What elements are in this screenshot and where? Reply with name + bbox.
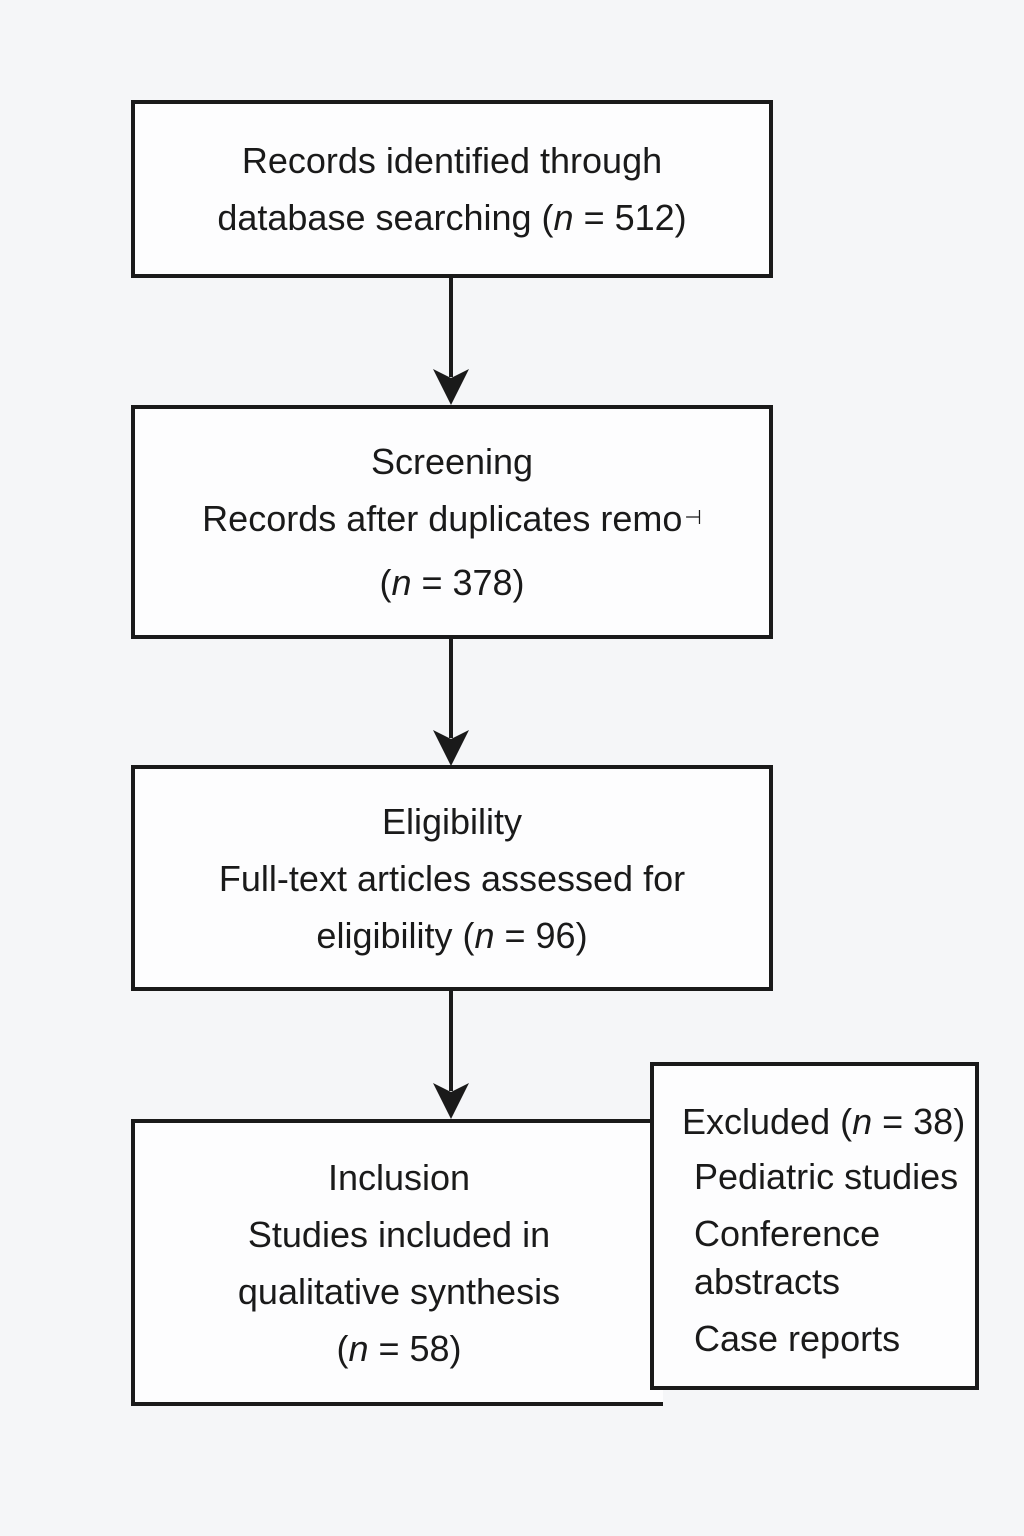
box-line: Records after duplicates remo⊣ <box>202 498 702 539</box>
italic-n: n <box>348 1327 369 1369</box>
box-line: eligibility (n = 96) <box>316 914 588 956</box>
italic-n: n <box>474 914 495 956</box>
box-inclusion: Inclusion Studies included in qualitativ… <box>131 1119 663 1406</box>
excluded-reason: Case reports <box>694 1318 901 1359</box>
box-line: qualitative synthesis <box>237 1270 561 1312</box>
italic-n: n <box>852 1101 873 1142</box>
flow-arrow-down-1 <box>433 277 469 405</box>
box-eligibility: Eligibility Full-text articles assessed … <box>131 765 773 991</box>
box-line: Screening <box>370 441 534 482</box>
box-excluded: Excluded (n = 38) Pediatric studies Conf… <box>650 1062 979 1390</box>
box-line: Records identified through <box>241 140 663 181</box>
excluded-title: Excluded (n = 38) <box>682 1101 966 1142</box>
italic-n: n <box>391 562 412 603</box>
excluded-reason: Pediatric studies <box>694 1156 959 1197</box>
excluded-reason: Conference <box>694 1213 881 1254</box>
italic-n: n <box>553 197 574 238</box>
clipped-text-mark: ⊣ <box>684 507 702 529</box>
box-line: Studies included in <box>247 1213 551 1255</box>
flow-arrow-down-3 <box>433 990 469 1119</box>
box-line: Eligibility <box>381 800 523 842</box>
box-records-identified: Records identified through database sear… <box>131 100 773 278</box>
box-line: Full-text articles assessed for <box>218 857 686 899</box>
box-screening: Screening Records after duplicates remo⊣… <box>131 405 773 639</box>
box-line: (n = 58) <box>336 1327 462 1369</box>
excluded-reason: abstracts <box>694 1261 841 1302</box>
box-line: Inclusion <box>327 1156 471 1198</box>
flow-arrow-down-2 <box>433 638 469 766</box>
box-line: (n = 378) <box>379 562 525 603</box>
box-line: database searching (n = 512) <box>217 197 687 238</box>
